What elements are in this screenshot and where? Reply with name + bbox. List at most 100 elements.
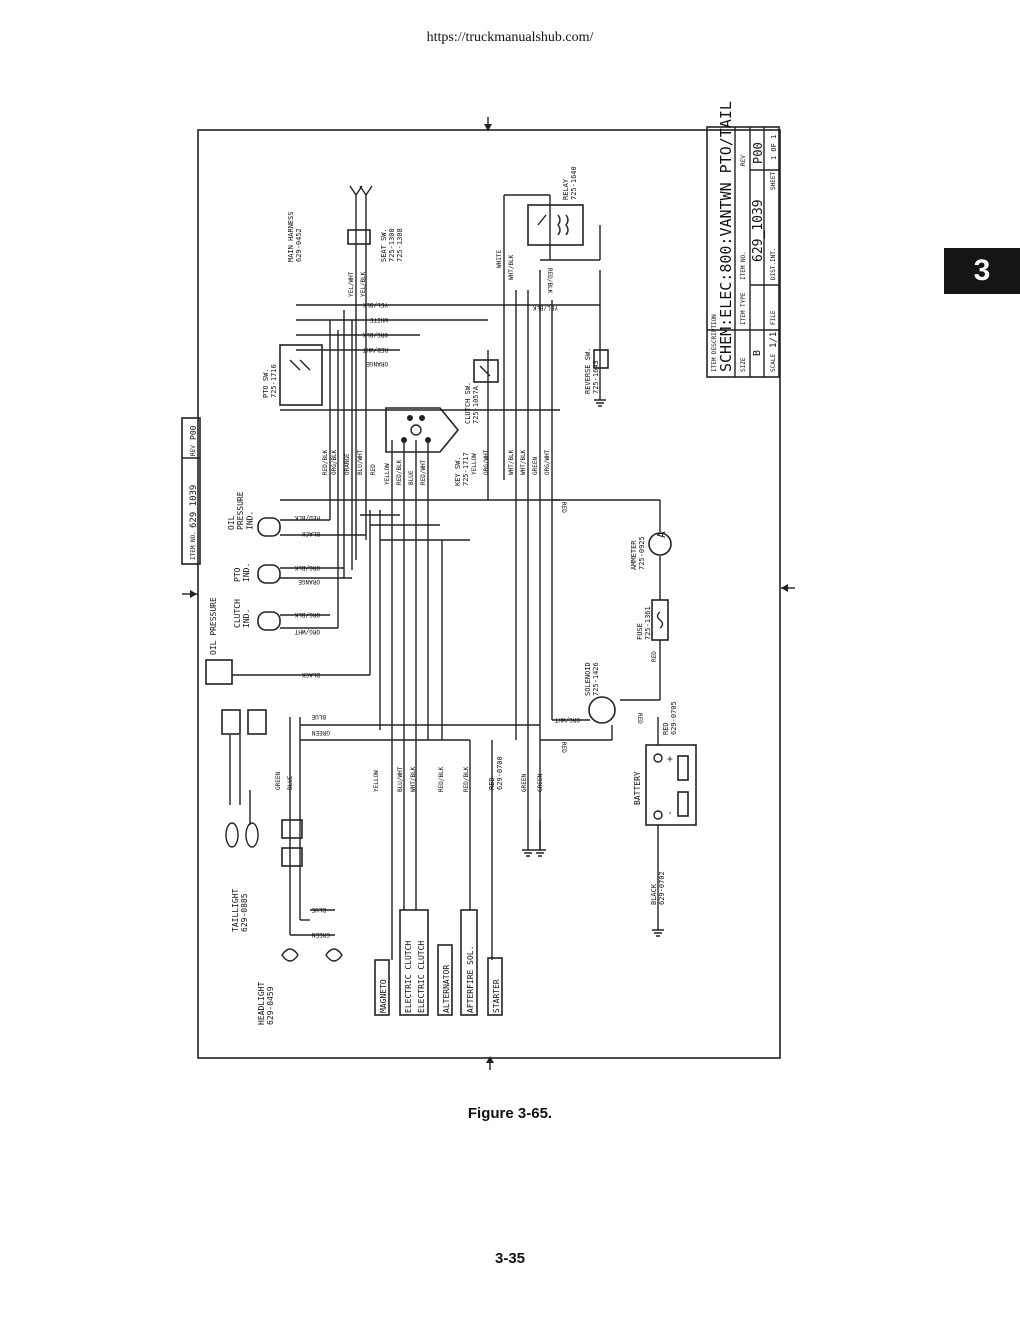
label-taillight: TAILLIGHT629-0885 [231, 888, 249, 932]
wire-label: ORG/BLK [362, 331, 388, 338]
battery-minus: - [665, 810, 676, 816]
wire-label: YEL/BLK [532, 304, 558, 311]
wire-label: WHT/BLK [508, 449, 515, 475]
reverse-switch: REVERSE SW.725-1643 [584, 348, 609, 394]
wire-label: ORG/WHT [294, 628, 320, 635]
wire-label: BLU/WHT [357, 449, 364, 475]
ammeter-symbol: A [655, 531, 668, 538]
title-size-label: SIZE [740, 357, 747, 372]
title-item-type-label: ITEM TYPE [740, 292, 747, 325]
label-oil-pressure: OIL PRESSURE [209, 597, 218, 655]
title-block: SCHEM:ELEC:800:VANTWN PTO/TAIL ITEM DESC… [706, 101, 780, 378]
wire-label: BLACK [302, 671, 320, 678]
title-item-no-label: ITEM NO. [740, 251, 747, 280]
label-reverse-sw: REVERSE SW.725-1643 [584, 348, 600, 394]
label-black-0702: BLACK629-0702 [650, 871, 666, 905]
label-fuse: FUSE725-1361 [636, 606, 652, 640]
left-item-no: 629_1039 [189, 485, 199, 528]
wire-label: YEL/BLK [360, 271, 367, 297]
terminal-afterfire-sol[interactable]: AFTERFIRE SOL. [466, 946, 475, 1013]
label-ammeter: AMMETER725-0925 [630, 536, 646, 570]
wire-label: ORANGE [366, 360, 388, 367]
clutch-switch: CLUTCH SW.725-1057A [464, 359, 499, 424]
title-desc-label: ITEM DESCRIPTION [711, 314, 718, 372]
title-sheet-label: SHEET [770, 172, 777, 190]
terminal-starter[interactable]: STARTER [492, 979, 501, 1013]
label-main-harness: MAIN HARNESS629-0452 [287, 211, 303, 262]
wire-label: WHT/BLK [508, 254, 515, 280]
title-item-description: SCHEM:ELEC:800:VANTWN PTO/TAIL [717, 101, 735, 372]
wire-label: RED/WHT [420, 459, 427, 485]
wire-label: GREEN [312, 931, 330, 938]
left-item-no-label: ITEM NO. [190, 531, 197, 560]
terminal-electric-clutch-2[interactable]: ELECTRIC CLUTCH [417, 941, 426, 1013]
wire-label: ORANGE [298, 578, 320, 585]
wire-label: GREEN [275, 772, 282, 790]
wire-label: WHT/BLK [410, 766, 417, 792]
title-scale-label: SCALE [770, 354, 777, 372]
wire-label: GREEN [537, 774, 544, 792]
source-url[interactable]: https://truckmanualshub.com/ [426, 30, 594, 45]
relay: RELAY725-1640 [527, 166, 584, 246]
label-red-0705: RED629-0705 [662, 701, 678, 735]
title-size: B [752, 350, 763, 356]
wire-label: RED/BLK [322, 449, 329, 475]
title-scale: 1/1 [769, 332, 779, 348]
wire-label: BLU/WHT [397, 766, 404, 792]
wire-label: RED [370, 464, 377, 475]
title-sheet: 1 OF 1 [770, 135, 778, 160]
wire-label: WHT/BLK [520, 449, 527, 475]
wire-label: YEL/WHT [348, 271, 355, 297]
label-clutch-sw: CLUTCH SW.725-1057A [464, 382, 480, 424]
wire-label: YELLOW [471, 453, 478, 475]
battery-plus: + [665, 756, 676, 762]
label-battery: BATTERY [633, 771, 642, 805]
wire-label: GREEN [312, 729, 330, 736]
diagram-frame [197, 129, 781, 1059]
left-rev-label: REV [190, 445, 197, 456]
chapter-tab: 3 [944, 248, 1020, 294]
key-switch: KEY SW.725-1717 [385, 407, 470, 486]
wire-label: RED/BLK [463, 766, 470, 792]
wire-label: RED/WHT [362, 346, 388, 353]
oil-pressure-switch: OIL PRESSURE [205, 597, 233, 685]
terminal-electric-clutch-1[interactable]: ELECTRIC CLUTCH [404, 941, 413, 1013]
pto-switch: PTO SW.725-1716 [262, 344, 323, 406]
wire-label: BLACK [302, 530, 320, 537]
wire-label: GREEN [521, 774, 528, 792]
wire-label: BLUE [311, 906, 326, 913]
wire-label: WHITE [496, 250, 503, 268]
registration-arrows [182, 117, 795, 1070]
lamp-assembly: TAILLIGHT629-0885 HEADLIGHT629-0459 [221, 709, 343, 1025]
title-rev: P00 [751, 142, 765, 164]
main-harness-connector: MAIN HARNESS629-0452 SEAT SW.725-1300725… [287, 185, 404, 262]
label-pto-sw: PTO SW.725-1716 [262, 364, 278, 398]
wire-label: ORG/WHT [554, 716, 580, 723]
title-file-label: FILE [770, 310, 777, 325]
power-components: A AMMETER725-0925 FUSE725-1361 SOLENOID7… [488, 531, 697, 905]
label-red-0700: RED629-0700 [488, 756, 504, 790]
page-number: 3-35 [494, 1250, 526, 1267]
label-seat-sw: SEAT SW.725-1300725-1308 [380, 228, 404, 262]
label-oil-pressure-ind: OILPRESSUREIND. [227, 491, 254, 530]
wire-label: ORG/WHT [483, 449, 490, 475]
wire-label: RED [651, 651, 658, 662]
harness-wires [229, 194, 661, 960]
wire-label: YELLOW [384, 463, 391, 485]
label-pto-ind: PTOIND. [233, 563, 251, 582]
wire-label: ORG/BLK [331, 449, 338, 475]
title-dist-label: DIST.INT. [770, 247, 777, 280]
title-item-no: 629_1039 [751, 199, 766, 262]
terminal-boxes: MAGNETO ELECTRIC CLUTCH ELECTRIC CLUTCH … [374, 909, 503, 1016]
wire-label: YELLOW [373, 770, 380, 792]
indicator-lamps: OILPRESSUREIND. PTOIND. CLUTCHIND. [227, 491, 281, 631]
wire-label: ORANGE [344, 453, 351, 475]
terminal-magneto[interactable]: MAGNETO [379, 979, 388, 1013]
terminal-alternator[interactable]: ALTERNATOR [442, 965, 451, 1013]
wire-label: BLUE [287, 775, 294, 790]
wire-label: RED [560, 742, 567, 753]
wire-labels: YEL/WHT YEL/BLK WHITE WHT/BLK RED/BLK YE… [275, 250, 658, 938]
wire-label: WHITE [370, 316, 388, 323]
wire-label: BLUE [408, 470, 415, 485]
